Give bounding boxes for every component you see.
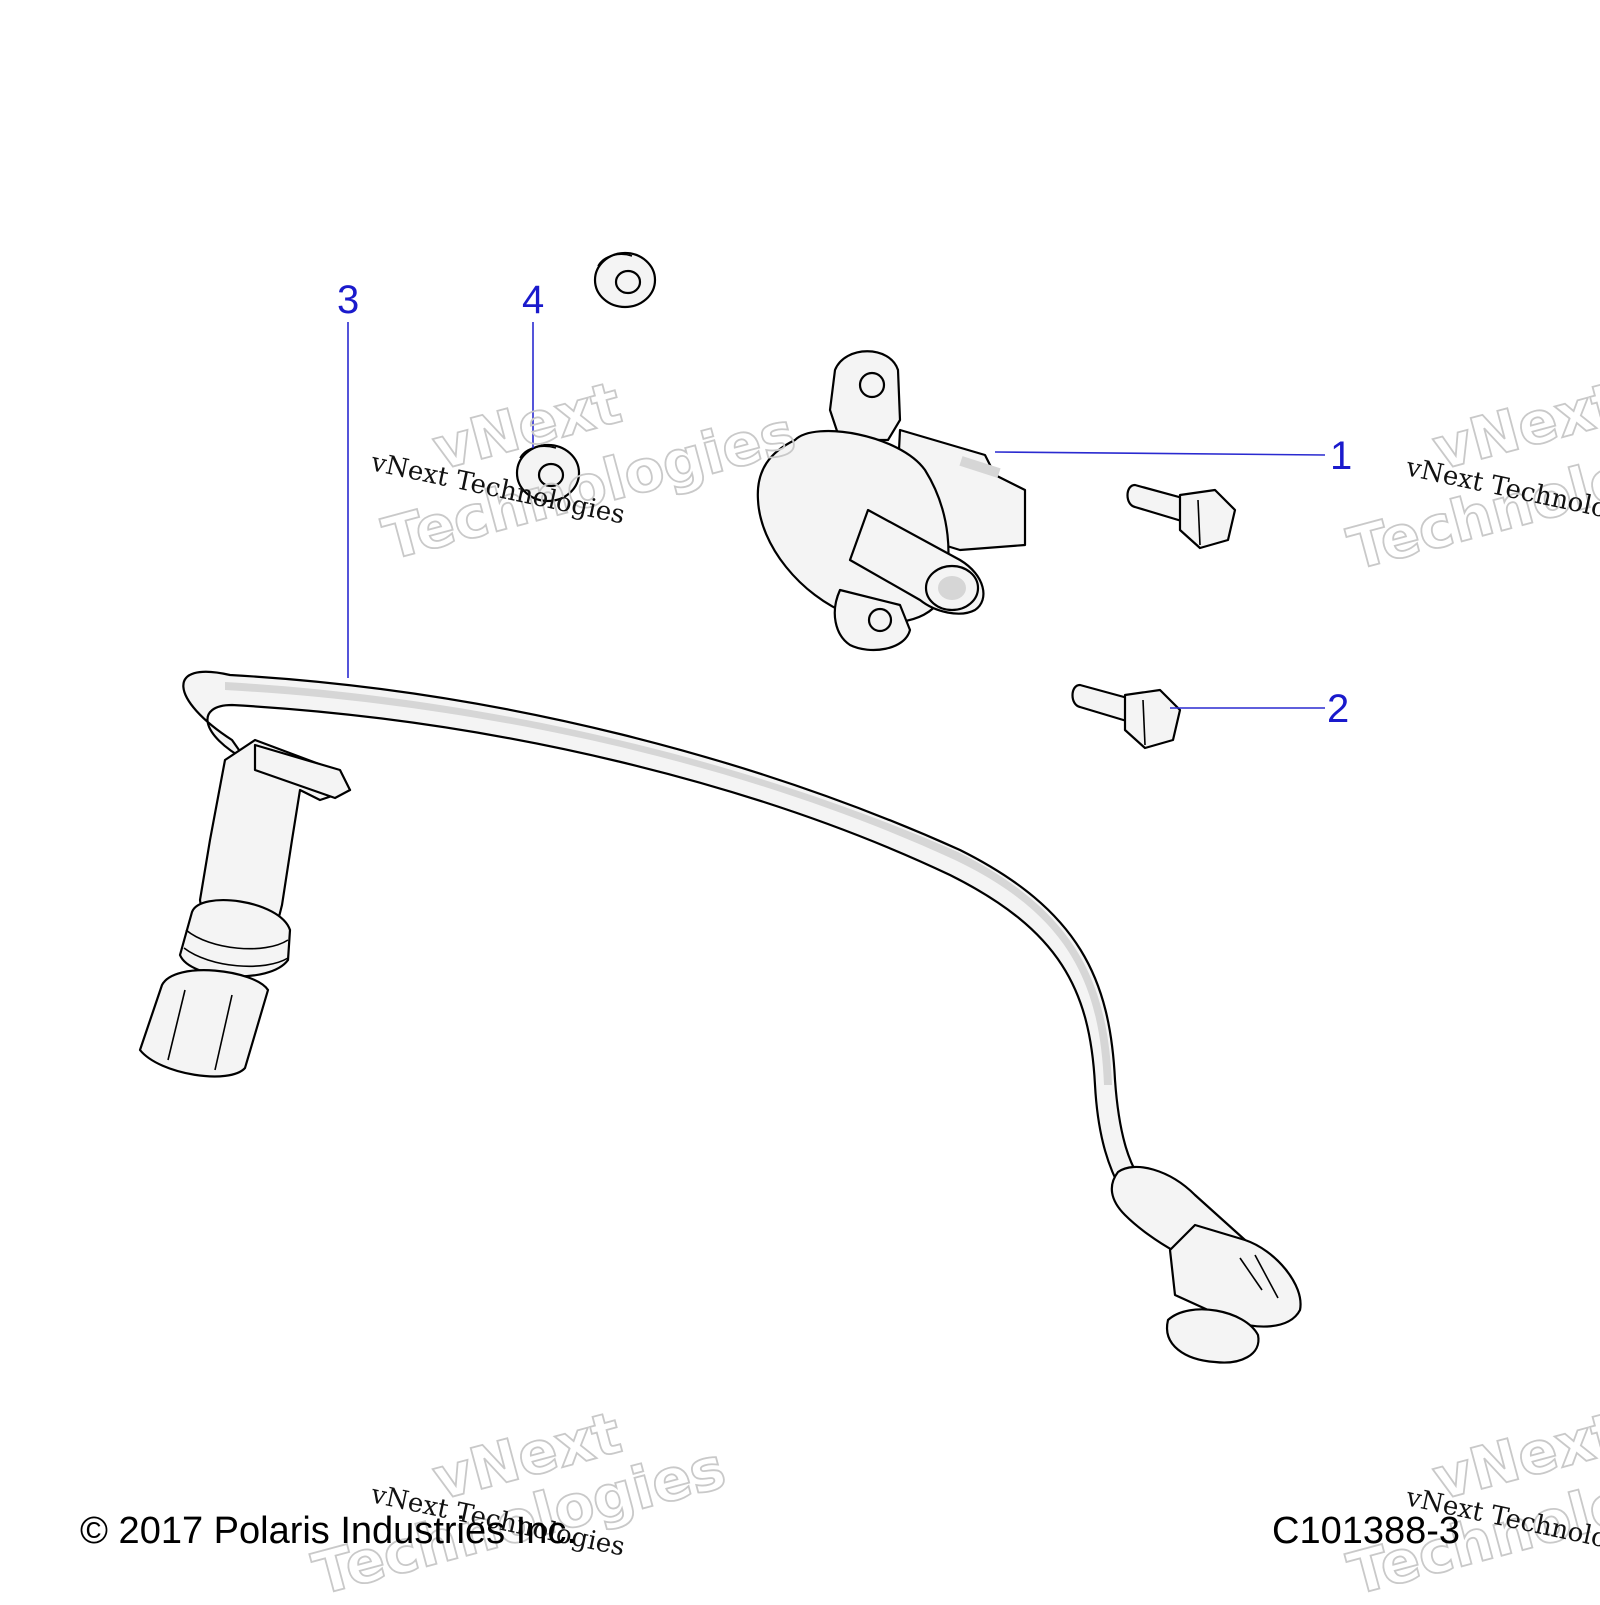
copyright-text: © 2017 Polaris Industries Inc. bbox=[80, 1510, 577, 1552]
bolt-part-lower bbox=[1071, 683, 1182, 750]
callout-4-number: 4 bbox=[522, 278, 544, 322]
harness-part bbox=[138, 670, 1302, 1364]
callout-3-number: 3 bbox=[337, 278, 359, 322]
harness-left-connector bbox=[138, 738, 352, 1078]
figure-id: C101388-3 bbox=[1272, 1510, 1461, 1552]
callout-2-number: 2 bbox=[1327, 687, 1349, 731]
grommet-part bbox=[515, 251, 657, 503]
watermark-top-left: Technologies vNext vNext Technologies bbox=[368, 368, 804, 575]
harness-right-connector bbox=[1110, 1165, 1302, 1364]
watermark-bottom-left: Technologies vNext vNext Technologies bbox=[305, 1398, 733, 1605]
sensor-top-hole bbox=[858, 371, 886, 399]
harness-cable bbox=[182, 670, 1142, 1194]
watermark-top-right: Technologies vNext vNext Technologies bbox=[1340, 368, 1600, 585]
bolt-part-upper bbox=[1126, 483, 1237, 550]
callout-1-number: 1 bbox=[1330, 434, 1352, 478]
callout-1-leader bbox=[994, 451, 1326, 456]
sensor-bottom-hole bbox=[867, 607, 893, 633]
watermark-bottom-right: Technologies vNext vNext Technologies bbox=[1340, 1398, 1600, 1605]
sensor-part bbox=[756, 350, 1027, 652]
